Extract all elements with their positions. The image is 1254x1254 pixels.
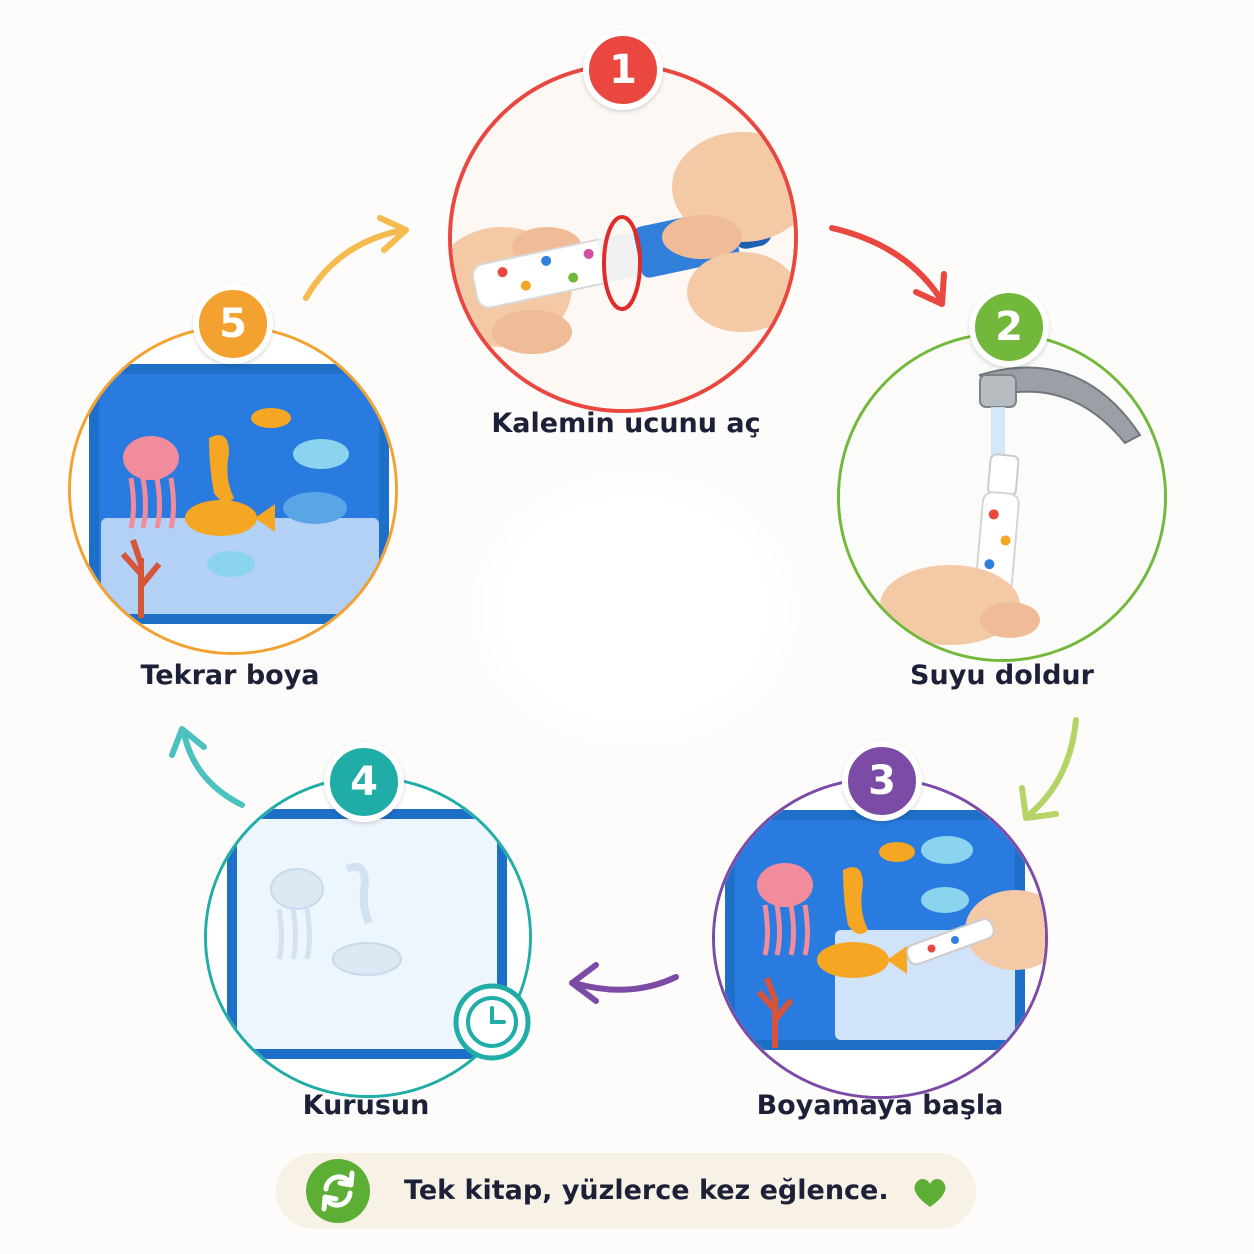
step5-image-circle [68, 325, 398, 655]
step5-caption: Tekrar boya [140, 660, 320, 691]
arrow-step3-to-step4 [569, 962, 679, 1004]
step2-faucet-illustration [840, 335, 1164, 659]
heart-icon [914, 1178, 946, 1207]
hand [965, 890, 1045, 970]
faded-fish [332, 942, 402, 976]
coral [120, 539, 162, 618]
water-stream [991, 407, 1005, 467]
step1-badge: 1 [583, 30, 663, 110]
arrow-step1-to-step2 [829, 225, 947, 307]
step3-badge: 3 [842, 741, 922, 821]
tagline-text: Tek kitap, yüzlerce kez eğlence. [404, 1175, 889, 1206]
clock-icon [453, 983, 531, 1061]
center-glow [470, 470, 800, 750]
step2-image-circle [837, 332, 1167, 662]
seahorse [843, 867, 868, 934]
step5-badge: 5 [193, 284, 273, 364]
step1-caption: Kalemin ucunu aç [491, 408, 761, 439]
tagline-pill: Tek kitap, yüzlerce kez eğlence. [276, 1153, 976, 1229]
step3-caption: Boyamaya başla [756, 1090, 1004, 1121]
step4-drying-illustration [207, 779, 529, 1095]
seahorse [209, 435, 234, 502]
step3-painting-illustration [715, 780, 1045, 1096]
fish [817, 942, 889, 978]
jellyfish [123, 436, 179, 480]
faded-jellyfish [270, 868, 324, 910]
coral [756, 976, 794, 1048]
arrow-step2-to-step3 [1019, 717, 1079, 821]
step1-image-circle [448, 63, 798, 413]
step4-caption: Kurusun [302, 1090, 430, 1121]
right-hand [672, 132, 794, 242]
step3-image-circle [712, 777, 1048, 1099]
refresh-icon [306, 1159, 370, 1223]
jellyfish [757, 863, 813, 907]
step4-image-circle [204, 776, 532, 1098]
arrow-step4-to-step5 [169, 726, 245, 808]
step4-badge: 4 [324, 742, 404, 822]
rotate-marker [602, 215, 642, 311]
step2-badge: 2 [969, 287, 1049, 367]
arrow-step5-to-step1 [303, 215, 409, 301]
step1-pen-illustration [452, 67, 794, 409]
fish [185, 500, 257, 536]
faucet [978, 366, 1142, 445]
step5-repaint-illustration [71, 328, 395, 652]
step2-caption: Suyu doldur [910, 660, 1094, 691]
